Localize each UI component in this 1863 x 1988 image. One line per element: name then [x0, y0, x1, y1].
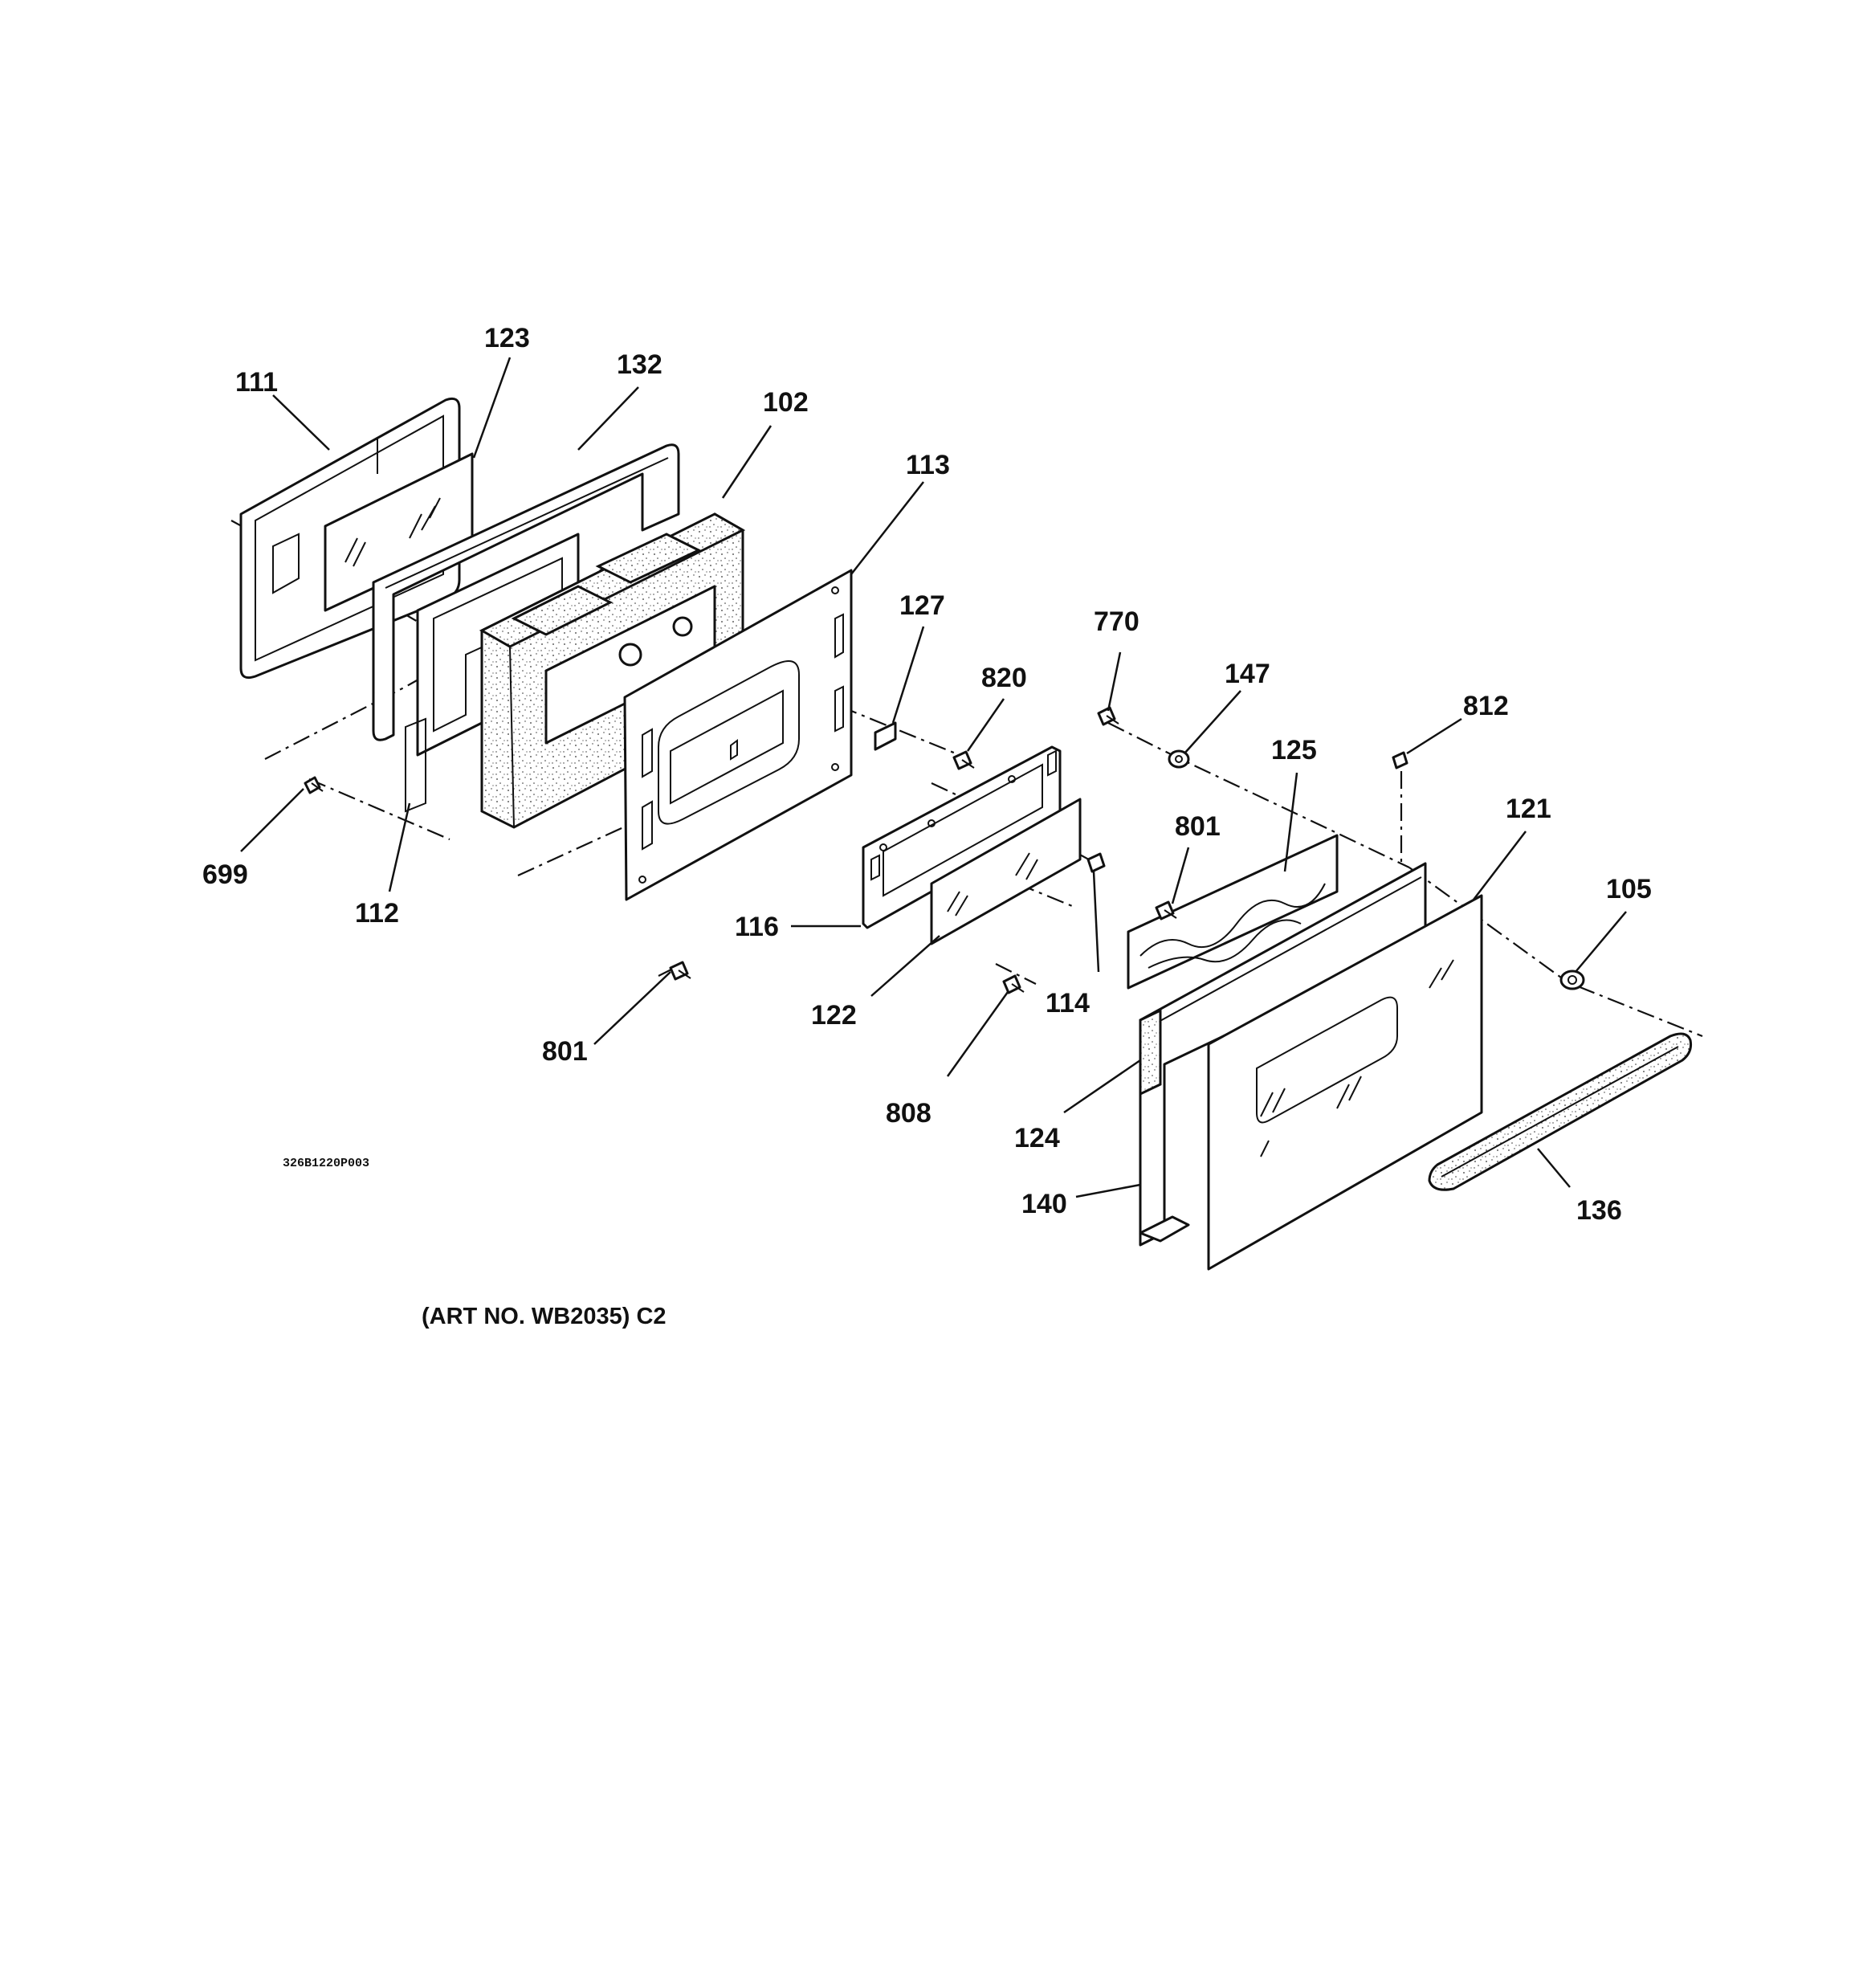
part-125-top-trim [1127, 834, 1339, 990]
part-140-door-body [1139, 862, 1427, 1247]
label-113: 113 [906, 450, 950, 480]
label-122: 122 [811, 1000, 857, 1031]
clip-114 [1086, 852, 1106, 873]
drawing-code: 326B1220P003 [283, 1157, 369, 1170]
art-number: (ART NO. WB2035) C2 [422, 1304, 667, 1329]
label-102: 102 [763, 387, 809, 418]
label-112: 112 [355, 898, 399, 929]
label-801-lower: 801 [542, 1036, 588, 1067]
screw-812 [1392, 751, 1408, 769]
label-147: 147 [1225, 659, 1270, 689]
leader-lines [240, 357, 1627, 1198]
part-102-insulation [479, 512, 746, 829]
screw-801-upper [1155, 900, 1177, 921]
label-136: 136 [1576, 1195, 1622, 1226]
screw-801-lower [669, 961, 691, 981]
label-820: 820 [981, 663, 1027, 693]
part-labels: 111 123 132 102 113 127 820 770 147 812 … [202, 323, 1652, 1226]
label-124: 124 [1014, 1123, 1060, 1153]
label-125: 125 [1271, 735, 1317, 765]
label-105: 105 [1606, 874, 1652, 904]
clip-147 [1168, 749, 1190, 769]
screw-770 [1097, 706, 1119, 726]
label-116: 116 [735, 912, 779, 942]
screw-808 [1002, 974, 1025, 994]
label-812: 812 [1463, 691, 1509, 721]
part-121-outer-glass [1207, 894, 1483, 1271]
part-136-handle [1428, 1032, 1692, 1191]
label-699: 699 [202, 859, 248, 890]
screw-820 [952, 750, 975, 770]
label-111: 111 [235, 367, 278, 398]
label-801-upper: 801 [1175, 811, 1221, 842]
part-113-door-panel [623, 569, 853, 901]
label-770: 770 [1094, 606, 1139, 637]
screw-699 [304, 776, 324, 794]
part-127-label [874, 721, 897, 751]
label-127: 127 [899, 590, 945, 621]
clip-105 [1559, 970, 1585, 990]
fasteners [304, 706, 1585, 994]
part-122-window-glass [930, 798, 1082, 945]
part-116-window-frame [862, 745, 1062, 929]
label-123: 123 [484, 323, 530, 353]
label-140: 140 [1021, 1189, 1067, 1219]
label-808: 808 [886, 1098, 932, 1129]
label-114: 114 [1046, 988, 1090, 1018]
label-132: 132 [617, 349, 662, 380]
label-121: 121 [1506, 794, 1551, 824]
